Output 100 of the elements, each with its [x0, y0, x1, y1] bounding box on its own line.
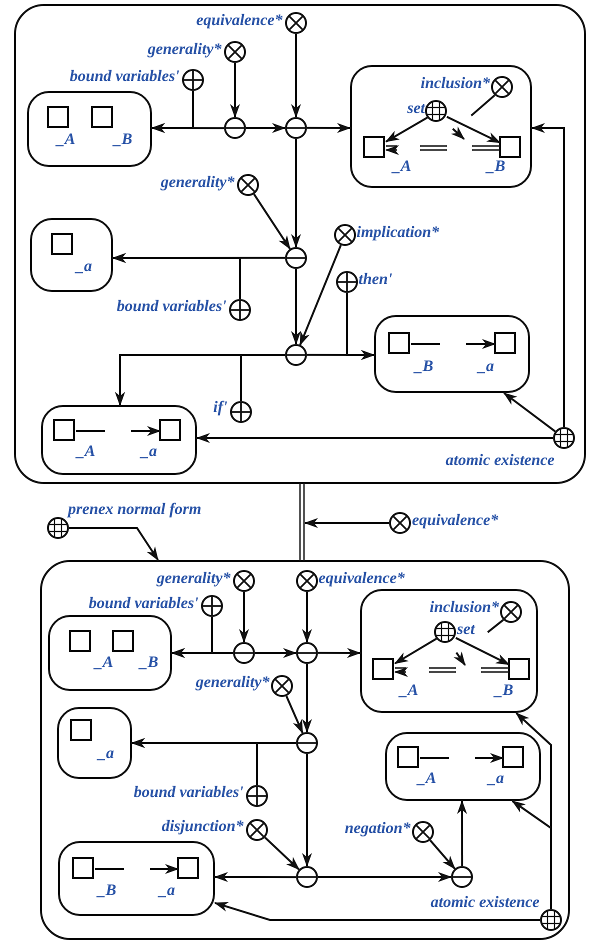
arrow [304, 518, 389, 528]
rounded-frame [360, 588, 538, 712]
arrow [131, 738, 258, 785]
arrow [171, 617, 213, 658]
variable-label: _B [414, 359, 434, 375]
arrow [112, 253, 241, 299]
arrow [446, 116, 501, 144]
minus-circle-symbol [294, 730, 318, 754]
arrow [302, 754, 312, 867]
symbol-label: generality* [148, 42, 222, 58]
symbol-label: atomic existence [446, 452, 554, 468]
arrow [76, 426, 161, 436]
symbol-label: equivalence* [318, 570, 405, 586]
symbol-label: equivalence* [412, 513, 498, 529]
arrow [69, 527, 159, 561]
double-line [394, 667, 510, 677]
minus-circle-symbol [232, 640, 256, 664]
arrow [385, 116, 428, 142]
arrow [450, 94, 496, 140]
symbol-label: inclusion* [420, 76, 490, 92]
outer-frame [40, 560, 570, 940]
rounded-frame [26, 90, 152, 166]
arrow [302, 592, 312, 643]
arrow [411, 339, 496, 349]
arrow [429, 840, 456, 870]
arrow [299, 244, 342, 346]
symbol-label: if' [213, 400, 228, 416]
arrow [196, 433, 553, 443]
rounded-frame [48, 614, 172, 690]
arrow [286, 696, 304, 734]
arrow [307, 122, 351, 133]
symbol-label: bound variables' [88, 596, 198, 612]
symbol-label: inclusion* [430, 600, 499, 616]
arrow [291, 269, 301, 345]
variable-label: _a [159, 883, 175, 899]
variable-label: _A [56, 132, 76, 148]
rounded-frame [40, 404, 196, 474]
minus-circle-symbol [284, 342, 308, 366]
variable-label: _B [486, 159, 506, 175]
arrow [291, 34, 301, 118]
arrow [214, 872, 296, 882]
symbol-label: then' [358, 272, 392, 288]
symbol-label: generality* [196, 674, 270, 690]
symbol-label: atomic existence [430, 894, 540, 910]
variable-label: _a [488, 771, 504, 787]
arrow [455, 637, 510, 666]
symbol-label: equivalence* [196, 12, 282, 28]
variable-label: _B [114, 132, 132, 148]
symbol-label: bound variables' [116, 298, 226, 314]
variable-label: _A [400, 683, 418, 699]
symbol-label: set [407, 101, 425, 117]
symbol-label: implication* [356, 224, 440, 240]
variable-label: _a [478, 359, 494, 375]
minus-circle-symbol [450, 864, 474, 888]
symbol-label: bound variables' [134, 784, 244, 800]
arrow [302, 664, 312, 733]
double-line [299, 483, 305, 561]
variable-label: _B [98, 883, 116, 899]
arrow [454, 619, 504, 666]
variable-label: _a [76, 259, 92, 275]
variable-label: _A [392, 159, 412, 175]
symbol-label: set [457, 622, 475, 638]
arrow [151, 91, 194, 133]
symbol-label: bound variables' [70, 68, 180, 84]
variable-label: _A [94, 655, 114, 671]
rounded-frame [58, 840, 214, 916]
symbol-label: negation* [344, 820, 410, 836]
variable-label: _a [141, 444, 157, 460]
arrow [115, 354, 242, 406]
symbol-label: generality* [156, 570, 230, 586]
symbol-label: prenex normal form [68, 502, 202, 518]
arrow [457, 800, 468, 866]
rounded-frame [384, 732, 540, 800]
minus-circle-symbol [284, 116, 308, 140]
rounded-frame [350, 64, 532, 188]
arrow [230, 63, 240, 118]
rounded-frame [374, 314, 530, 392]
double-line [385, 145, 501, 155]
arrow [346, 293, 375, 360]
arrow [246, 123, 286, 133]
arrow [531, 123, 565, 427]
variable-label: _B [494, 683, 514, 699]
arrow [291, 139, 301, 248]
arrow [255, 648, 297, 658]
variable-label: _A [418, 771, 436, 787]
arrow [214, 902, 540, 921]
symbol-label: disjunction* [162, 818, 244, 834]
minus-circle-symbol [222, 116, 246, 140]
arrow [318, 872, 452, 882]
symbol-label: generality* [160, 174, 234, 190]
minus-circle-symbol [284, 246, 308, 270]
minus-circle-symbol [294, 640, 318, 664]
variable-label: _a [98, 746, 114, 762]
arrow [253, 194, 291, 250]
rounded-frame [30, 218, 112, 292]
arrow [239, 592, 249, 643]
arrow [95, 864, 179, 874]
variable-label: _A [76, 444, 96, 460]
arrow [420, 753, 504, 763]
minus-circle-symbol [294, 864, 318, 888]
